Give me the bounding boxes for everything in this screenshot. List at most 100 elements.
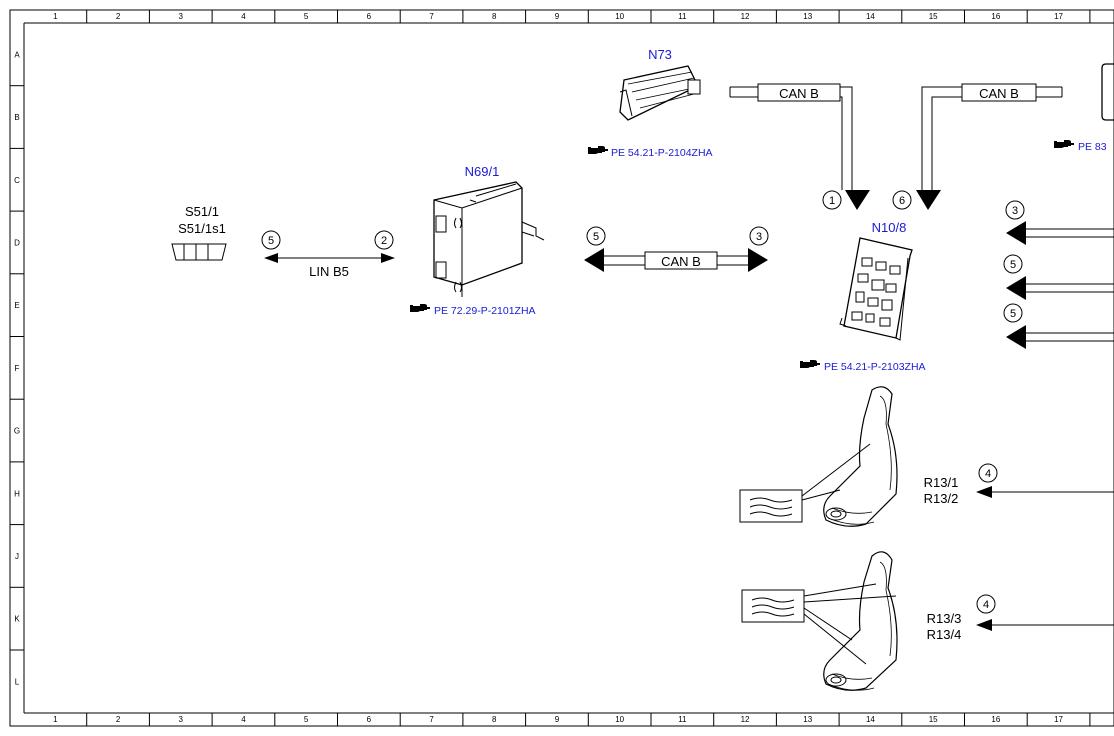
right-cut-reference-text[interactable]: PE 83 (1078, 141, 1107, 153)
ruler-col-top-label: 3 (179, 12, 184, 21)
can-b-right-label: CAN B (979, 86, 1019, 101)
marker-edge-1-number: 3 (1012, 205, 1018, 217)
ruler-col-bottom-label: 7 (429, 715, 434, 724)
ruler-col-bottom-label: 11 (678, 715, 687, 724)
seat-front-label-1: R13/1 (924, 475, 959, 490)
marker-can-left-number: 5 (593, 231, 599, 243)
ruler-col-bottom-label: 1 (53, 715, 58, 724)
n73-component: N73 PE 54.21-P-2104ZHA (588, 47, 713, 159)
ruler-col-bottom-label: 5 (304, 715, 309, 724)
n10-label: N10/8 (872, 220, 907, 235)
can-b-right-connection: CAN B (916, 83, 1063, 210)
ruler-col-bottom-label: 9 (555, 715, 560, 724)
marker-edge-1: 3 (1005, 200, 1025, 220)
marker-edge-3: 5 (1003, 303, 1023, 323)
s51-component: S51/1 S51/1s1 (171, 204, 227, 261)
marker-lin-right: 2 (374, 230, 394, 250)
ruler-row-label: G (14, 427, 20, 436)
ruler-col-bottom-label: 4 (241, 715, 246, 724)
drawing-frame (9, 9, 1114, 727)
pointing-hand-icon (1054, 140, 1074, 148)
n10-reference-text[interactable]: PE 54.21-P-2103ZHA (824, 361, 926, 373)
marker-seat-front-number: 4 (985, 468, 991, 480)
edge-arrow-1 (1006, 221, 1114, 245)
edge-arrow-2 (1006, 276, 1114, 300)
ruler-col-top-label: 6 (367, 12, 372, 21)
ruler-col-top-label: 8 (492, 12, 497, 21)
lin-b5-label: LIN B5 (309, 264, 349, 279)
marker-lin-left: 5 (261, 230, 281, 250)
ruler-col-top-label: 4 (241, 12, 246, 21)
ruler-row-label: K (14, 615, 20, 624)
ruler-col-bottom-label: 10 (615, 715, 624, 724)
marker-n73-down-number: 1 (829, 195, 835, 207)
ruler-col-bottom-label: 17 (1054, 715, 1063, 724)
seat-rear-label-1: R13/3 (927, 611, 962, 626)
n69-reference-text[interactable]: PE 72.29-P-2101ZHA (434, 305, 536, 317)
ruler-col-bottom-label: 3 (179, 715, 184, 724)
marker-lin-right-number: 2 (381, 235, 387, 247)
ruler-col-bottom-label: 16 (991, 715, 1000, 724)
right-cut-component: PE 83 (1054, 63, 1114, 153)
marker-can-right-number: 3 (756, 231, 762, 243)
ruler-col-bottom-label: 2 (116, 715, 121, 724)
can-b-n73-connection: CAN B (729, 83, 870, 210)
ruler-col-top-label: 2 (116, 12, 121, 21)
n69-reference[interactable]: PE 72.29-P-2101ZHA (410, 304, 536, 317)
circled-markers: 5 2 5 3 1 6 3 5 5 4 4 (261, 190, 1025, 614)
grid-rulers: 1122334455667788991010111112121313141415… (10, 10, 1091, 726)
ruler-col-top-label: 15 (929, 12, 938, 21)
seat-rear-label-2: R13/4 (927, 627, 962, 642)
marker-edge-3-number: 5 (1010, 308, 1016, 320)
ruler-col-top-label: 9 (555, 12, 560, 21)
n69-component: N69/1 PE 72.29-P-2101ZHA (410, 164, 545, 317)
ruler-row-label: L (15, 677, 20, 686)
ruler-col-top-label: 12 (741, 12, 750, 21)
seat-front-label-2: R13/2 (924, 491, 959, 506)
n73-reference[interactable]: PE 54.21-P-2104ZHA (588, 146, 713, 159)
ruler-row-label: E (14, 301, 19, 310)
pointing-hand-icon (588, 146, 608, 154)
marker-n73-down: 1 (822, 190, 842, 210)
n69-label: N69/1 (465, 164, 500, 179)
n10-component: N10/8 PE 54.21-P-2103ZHA (800, 220, 926, 373)
ruler-col-top-label: 13 (803, 12, 812, 21)
ruler-col-top-label: 17 (1054, 12, 1063, 21)
ruler-row-label: D (14, 238, 20, 247)
marker-edge-2: 5 (1003, 254, 1023, 274)
ruler-row-label: A (14, 50, 20, 59)
can-b-n73-label: CAN B (779, 86, 819, 101)
ruler-row-label: F (15, 364, 20, 373)
marker-right-down: 6 (892, 190, 912, 210)
ruler-col-bottom-label: 6 (367, 715, 372, 724)
ruler-row-label: J (15, 552, 19, 561)
can-b-n69-label: CAN B (661, 254, 701, 269)
ruler-col-top-label: 7 (429, 12, 434, 21)
ruler-col-top-label: 14 (866, 12, 875, 21)
ruler-col-bottom-label: 15 (929, 715, 938, 724)
right-cut-reference[interactable]: PE 83 (1054, 140, 1107, 153)
ruler-col-bottom-label: 13 (803, 715, 812, 724)
s51-label-1: S51/1 (185, 204, 219, 219)
ruler-col-bottom-label: 14 (866, 715, 875, 724)
ruler-row-label: H (14, 489, 20, 498)
ruler-col-top-label: 5 (304, 12, 309, 21)
ruler-col-top-label: 11 (678, 12, 687, 21)
pointing-hand-icon (410, 304, 430, 312)
n73-reference-text[interactable]: PE 54.21-P-2104ZHA (611, 147, 713, 159)
n10-reference[interactable]: PE 54.21-P-2103ZHA (800, 360, 926, 373)
seat-front-component: R13/1 R13/2 (739, 386, 1114, 527)
marker-can-right: 3 (749, 226, 769, 246)
s51-label-2: S51/1s1 (178, 221, 226, 236)
ruler-col-top-label: 10 (615, 12, 624, 21)
pointing-hand-icon (800, 360, 820, 368)
ruler-col-top-label: 16 (991, 12, 1000, 21)
n73-label: N73 (648, 47, 672, 62)
ruler-row-label: C (14, 176, 20, 185)
lin-b5-connection: LIN B5 (264, 253, 395, 279)
marker-seat-front: 4 (978, 463, 998, 483)
marker-can-left: 5 (586, 226, 606, 246)
marker-seat-rear-number: 4 (983, 599, 989, 611)
ruler-col-bottom-label: 8 (492, 715, 497, 724)
